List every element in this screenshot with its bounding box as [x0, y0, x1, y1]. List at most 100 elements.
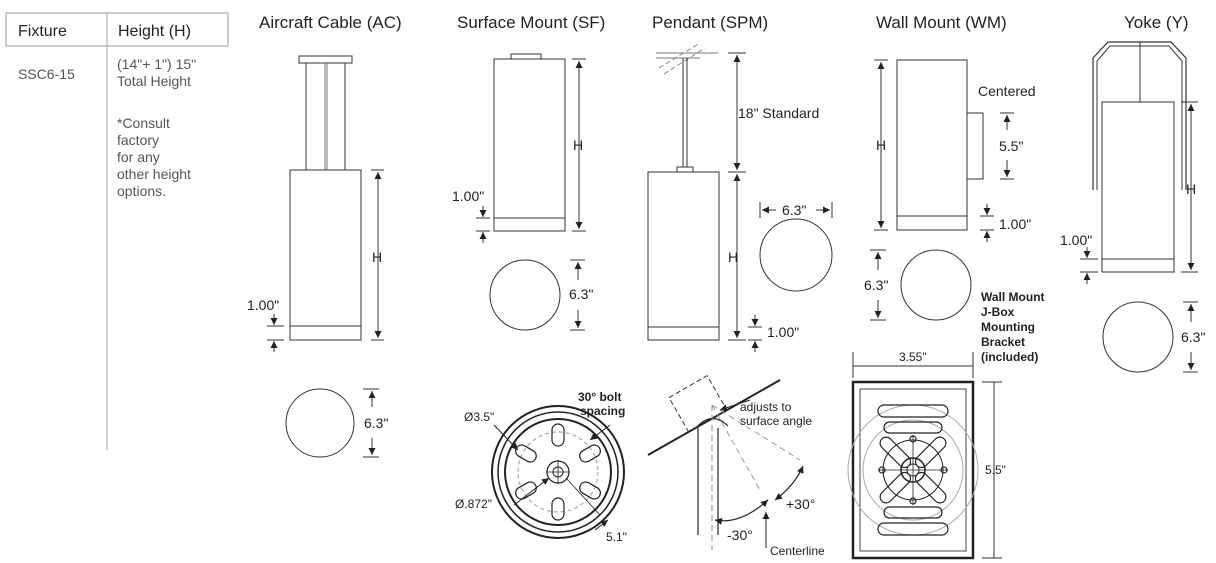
wall-mount-view: Wall Mount (WM) Centered 5.5" H 1.00" 6.…: [864, 13, 1036, 321]
diameter-circle: [1102, 301, 1174, 373]
fixture-body: [1101, 101, 1175, 273]
base-label: 1.00": [247, 297, 279, 313]
fixture-body: [896, 59, 968, 231]
inner-dia-label: Ø.872": [455, 497, 492, 511]
table-header-fixture: Fixture: [18, 23, 67, 40]
table-note-line: for any: [117, 149, 160, 165]
view-title-aircraft-cable: Aircraft Cable (AC): [259, 13, 402, 32]
bolt-spacing-line2: spacing: [580, 404, 625, 418]
mounting-slot: [883, 506, 943, 519]
bolt-spacing-leader: [589, 424, 611, 441]
offset-label: 5.1": [606, 530, 627, 544]
mounting-slot: [877, 522, 949, 536]
ceiling-slope: [663, 47, 706, 75]
bracket-height-label: 5.5": [985, 463, 1006, 477]
bracket-width-label: 3.55": [899, 350, 927, 364]
centered-label: Centered: [978, 83, 1036, 99]
table-note-line: factory: [117, 132, 159, 148]
table-note-line: options.: [117, 183, 166, 199]
bracket-label-line: Bracket: [981, 335, 1025, 349]
height-label: H: [1186, 181, 1196, 197]
base-label: 1.00": [1060, 232, 1092, 248]
height-label: H: [573, 137, 583, 153]
mounting-slot: [914, 436, 947, 469]
yoke-view: Yoke (Y) H 1.00" 6.3": [1060, 13, 1205, 373]
stem-standard-label: 18" Standard: [738, 105, 819, 121]
ceiling-slope: [658, 42, 701, 69]
bolt-slot: [551, 497, 565, 521]
diameter-circle: [900, 249, 972, 321]
bracket-label-line: Mounting: [981, 320, 1035, 334]
adjust-line2: surface angle: [740, 414, 812, 428]
bolt-slot: [515, 481, 537, 500]
screw-hole: [878, 466, 886, 474]
view-title-yoke: Yoke (Y): [1124, 13, 1189, 32]
table-note-line: other height: [117, 166, 191, 182]
tilted-canopy-outline: [668, 374, 728, 434]
aircraft-cable-view: Aircraft Cable (AC) H 1.00" 6.3": [247, 13, 402, 458]
bracket-height-label: 5.5": [999, 138, 1023, 154]
view-title-surface-mount: Surface Mount (SF): [457, 13, 605, 32]
diameter-label: 6.3": [864, 277, 888, 293]
offset-dimension: [594, 519, 609, 531]
bolt-circle: [517, 431, 599, 513]
mounting-slot: [877, 404, 949, 418]
base-label: 1.00": [999, 216, 1031, 232]
plus-angle-arc: [774, 465, 804, 501]
base-label: 1.00": [452, 188, 484, 204]
outer-dia-leader: [493, 424, 519, 451]
diameter-label: 6.3": [364, 415, 388, 431]
screw-hole: [940, 466, 948, 474]
table-note-line: *Consult: [117, 115, 170, 131]
diameter-circle: [489, 259, 561, 331]
diameter-label: 6.3": [782, 202, 806, 218]
table-header-height: Height (H): [118, 23, 191, 40]
minus-angle-arc: [714, 499, 769, 525]
minus-angle-label: -30°: [727, 527, 753, 543]
ceiling-canopy: [298, 55, 353, 64]
screw-hole: [909, 497, 917, 505]
inner-dia-leader: [513, 477, 550, 506]
base-label: 1.00": [767, 324, 799, 340]
bolt-slot: [515, 444, 537, 463]
sloped-ceiling-detail: adjusts to surface angle +30° -30° Cente…: [647, 374, 825, 558]
stem-collar: [676, 166, 694, 173]
bolt-spacing-line1: 30° bolt: [578, 390, 621, 404]
angle-ray: [711, 404, 801, 461]
bolt-slot: [579, 481, 601, 500]
canopy-ring: [504, 418, 612, 526]
diameter-label: 6.3": [1181, 329, 1205, 345]
bolt-slot: [579, 444, 601, 463]
spec-table: Fixture Height (H) SSC6-15 (14"+ 1") 15"…: [5, 12, 229, 450]
surface-mount-view: Surface Mount (SF) H 1.00" 6.3": [452, 13, 605, 331]
mounting-slot: [883, 421, 943, 434]
table-height-line2: Total Height: [117, 73, 191, 89]
table-header-box: [5, 12, 229, 47]
table-height-line1: (14"+ 1") 15": [117, 56, 196, 72]
plus-angle-label: +30°: [786, 496, 815, 512]
height-label: H: [372, 249, 382, 265]
table-fixture-value: SSC6-15: [18, 66, 75, 82]
fixture-body: [647, 171, 720, 341]
bracket-label-line: J-Box: [981, 305, 1015, 319]
diameter-label: 6.3": [569, 286, 593, 302]
screw-hole: [909, 435, 917, 443]
view-title-pendant: Pendant (SPM): [652, 13, 768, 32]
view-title-wall-mount: Wall Mount (WM): [876, 13, 1007, 32]
mount-plate: [510, 53, 542, 60]
adjust-leader: [719, 399, 751, 412]
height-label: H: [728, 249, 738, 265]
canopy-bolt-detail: 30° bolt spacing Ø3.5" Ø.872" 5.1": [455, 390, 627, 544]
wall-bracket-detail: Wall Mount J-Box Mounting Bracket (inclu…: [847, 290, 1045, 560]
wall-bracket: [966, 112, 984, 180]
bracket-label-line: (included): [981, 350, 1038, 364]
centerline-label: Centerline: [770, 544, 825, 558]
bracket-guide-circle: [862, 419, 964, 521]
fixture-body: [493, 58, 566, 232]
height-label: H: [876, 137, 886, 153]
canopy-ring: [497, 411, 619, 533]
canopy-outer-ring: [491, 405, 625, 539]
outer-dia-label: Ø3.5": [464, 410, 494, 424]
pendant-view: Pendant (SPM) 18" Standard H 1.00" 6.3": [647, 13, 833, 352]
